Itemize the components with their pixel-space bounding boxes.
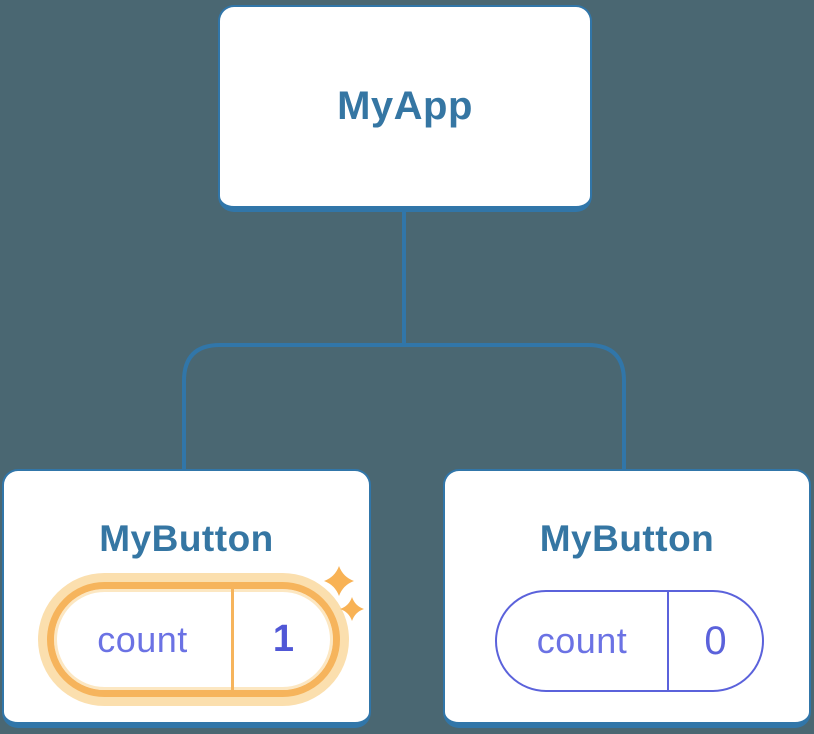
state-value-label: 0 [704,618,727,663]
state-pill-plain: count 0 [495,590,764,692]
state-value-cell: 1 [234,589,333,690]
state-key-label: count [536,620,628,661]
component-node-myapp: MyApp [218,5,592,212]
state-key-cell: count [54,589,234,690]
state-key-cell: count [497,592,669,690]
state-key-label: count [97,618,188,660]
state-value-cell: 0 [669,592,762,690]
component-node-mybutton-2: MyButton count 0 [443,469,811,728]
component-node-mybutton-1: MyButton count 1 [2,469,371,728]
component-label: MyButton [539,518,715,559]
component-label: MyApp [337,84,473,128]
state-value-label: 1 [272,618,295,660]
component-label: MyButton [99,518,274,559]
state-pill-highlighted: count 1 [47,582,340,697]
